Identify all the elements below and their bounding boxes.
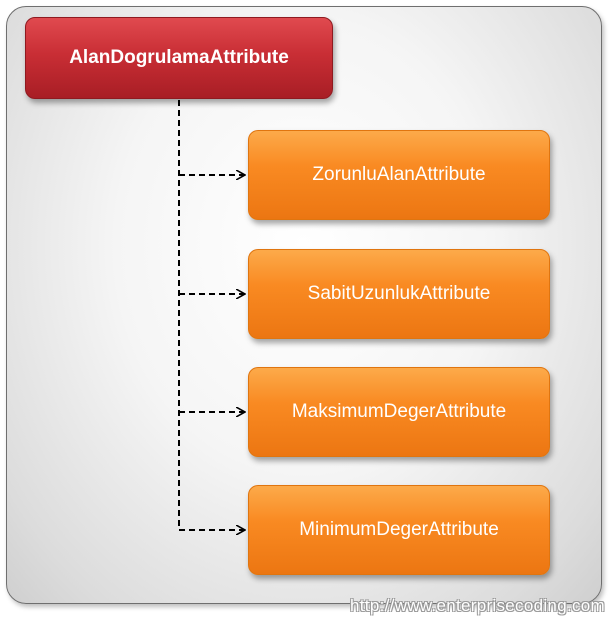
root-node-label: AlanDogrulamaAttribute: [69, 47, 289, 68]
watermark-url: http://www.enterprisecoding.com: [350, 596, 605, 615]
child-node-label: MaksimumDegerAttribute: [291, 401, 507, 422]
root-node-alan-dogrulama: AlanDogrulamaAttribute: [25, 17, 333, 99]
child-node-zorunlu-alan: ZorunluAlanAttribute: [248, 130, 550, 220]
child-node-maksimum-deger: MaksimumDegerAttribute: [248, 367, 550, 457]
child-node-minimum-deger: MinimumDegerAttribute: [248, 485, 550, 575]
child-node-label: ZorunluAlanAttribute: [312, 164, 486, 185]
child-node-sabit-uzunluk: SabitUzunlukAttribute: [248, 249, 550, 339]
child-node-label: SabitUzunlukAttribute: [307, 283, 491, 304]
child-node-label: MinimumDegerAttribute: [299, 519, 499, 540]
